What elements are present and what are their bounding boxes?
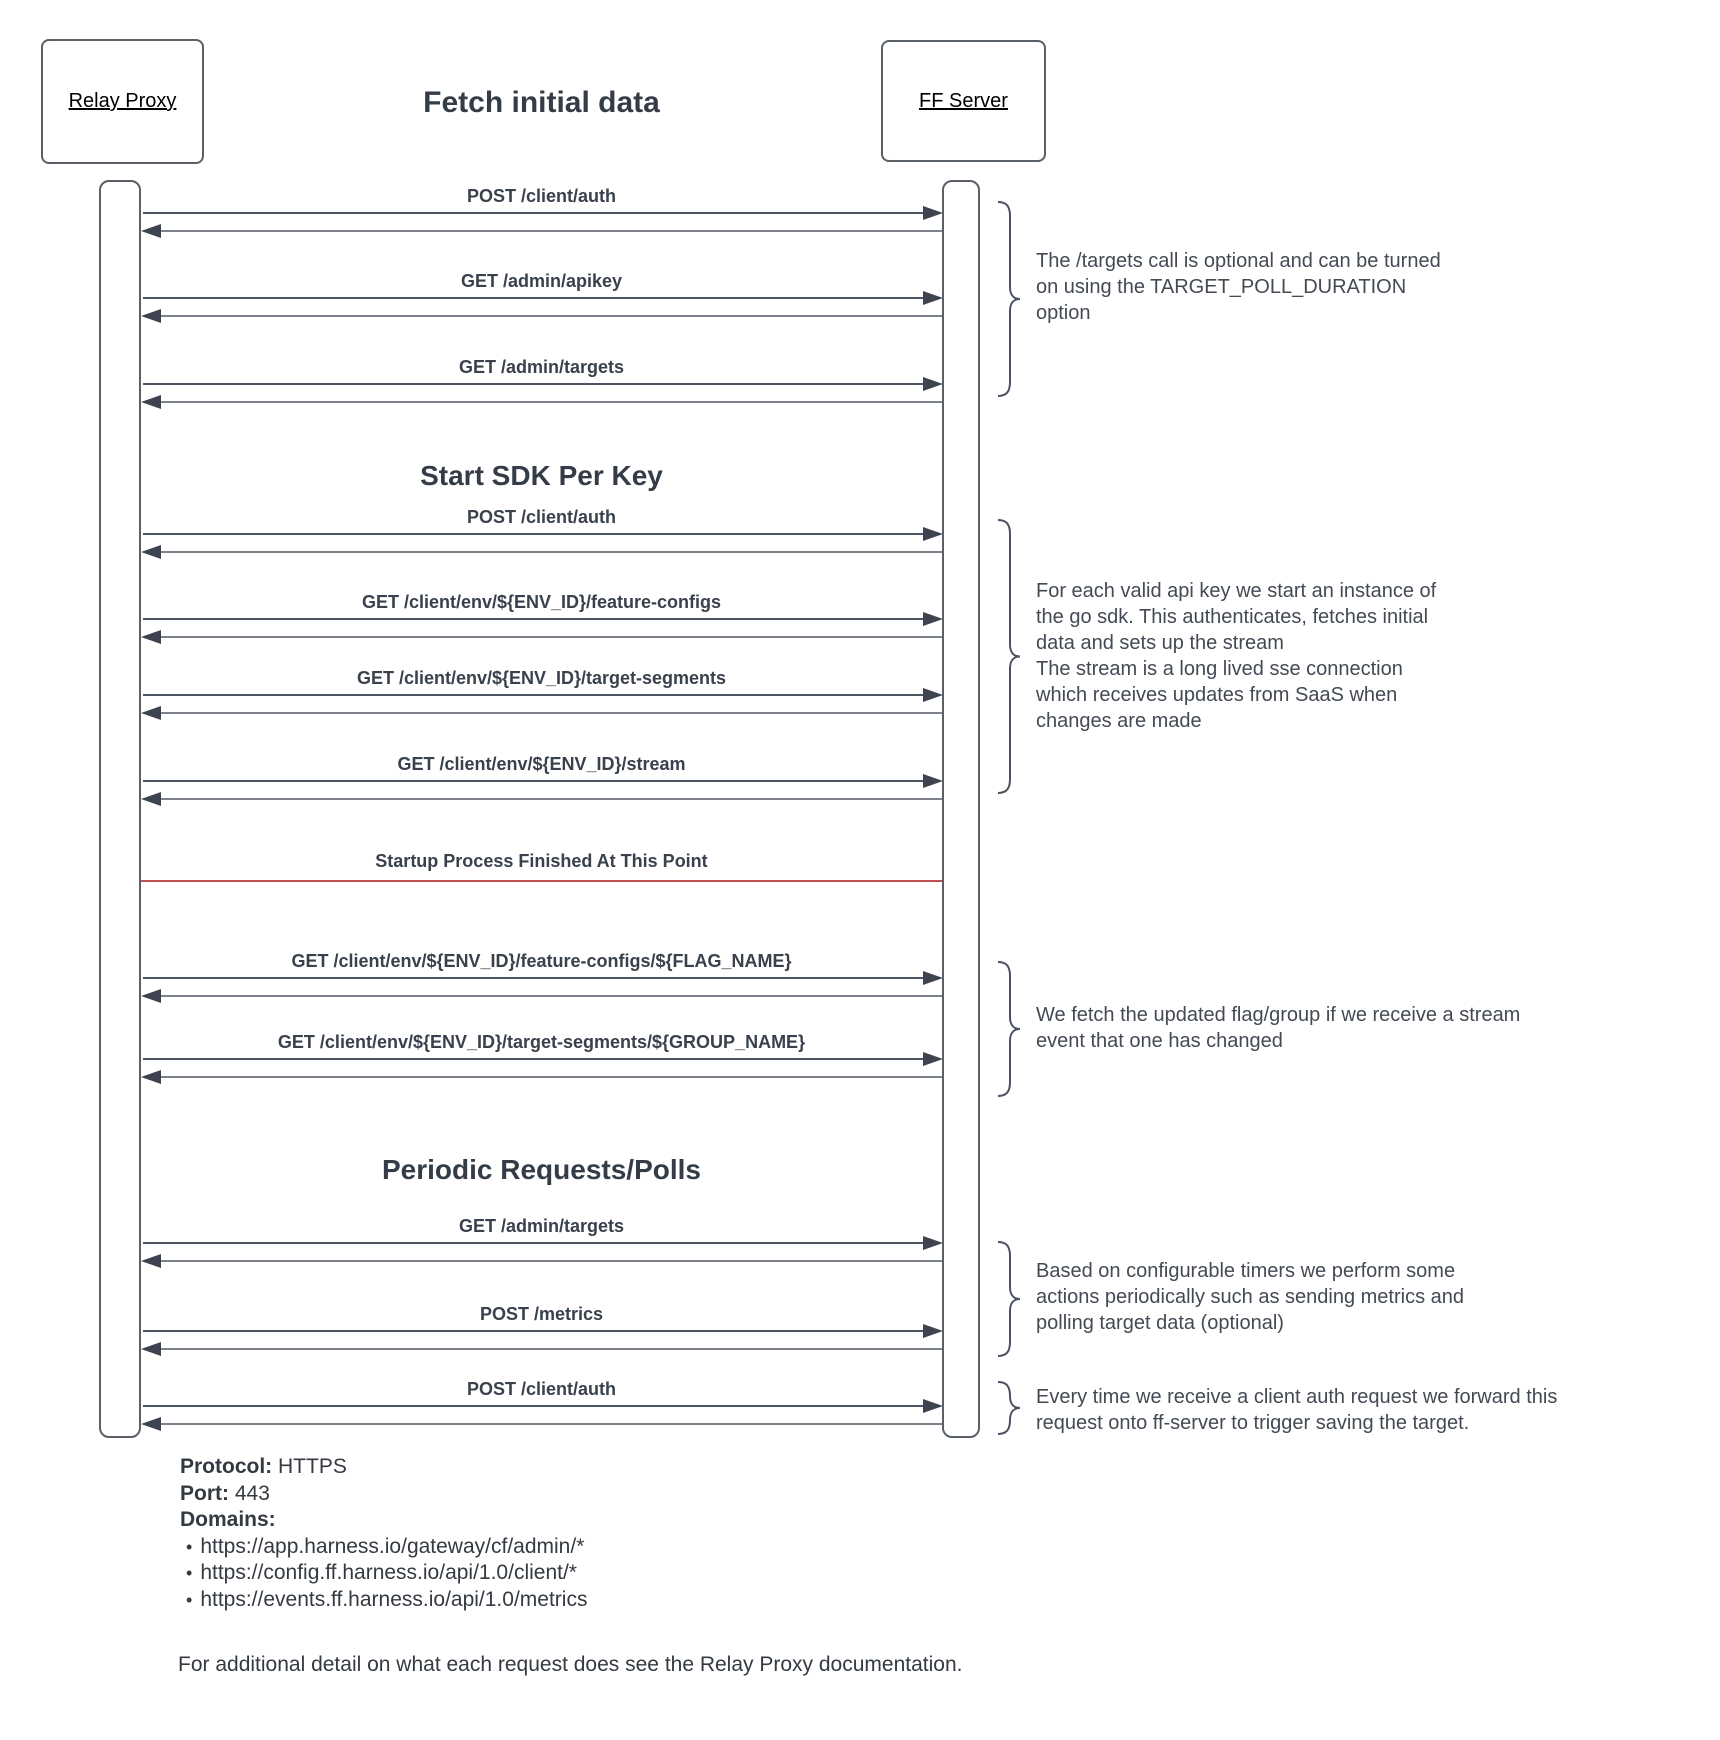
response-arrow-line [158,712,942,714]
response-arrowhead-icon [141,1070,161,1084]
request-arrowhead-icon [923,612,943,626]
request-arrow-line [143,694,923,696]
domain-item: • https://events.ff.harness.io/api/1.0/me… [180,1587,587,1614]
response-arrowhead-icon [141,792,161,806]
message-label: GET /admin/apikey [460,271,623,291]
bullet-icon: • [186,1589,193,1610]
domain-url: https://config.ff.harness.io/api/1.0/cli… [200,1561,577,1584]
footer-note: For additional detail on what each reque… [178,1653,963,1676]
domain-item: • https://app.harness.io/gateway/cf/admin… [180,1534,587,1561]
message-label: GET /client/env/${ENV_ID}/target-segment… [277,1032,806,1052]
diagram-title: Fetch initial data [423,86,660,119]
response-arrowhead-icon [141,309,161,323]
response-arrow-line [158,551,942,553]
message-label: GET /client/env/${ENV_ID}/target-segment… [356,668,727,688]
request-arrowhead-icon [923,971,943,985]
message-label: GET /admin/targets [458,357,625,377]
annotation-note: Based on configurable timers we perform … [1036,1260,1464,1334]
request-arrowhead-icon [923,377,943,391]
domain-url: https://events.ff.harness.io/api/1.0/met… [200,1587,588,1611]
actor-box-relay-proxy: Relay Proxy [41,39,204,164]
request-arrow-line [143,297,923,299]
request-arrowhead-icon [923,527,943,541]
request-arrowhead-icon [923,774,943,788]
actor-label-relay-proxy: Relay Proxy [68,90,177,112]
response-arrowhead-icon [141,545,161,559]
grouping-brace-icon [997,201,1021,397]
protocol-label: Protocol: [180,1455,273,1478]
response-arrow-line [158,995,942,997]
request-arrowhead-icon [923,291,943,305]
response-arrowhead-icon [141,630,161,644]
response-arrow-line [158,315,942,317]
request-arrow-line [143,383,923,385]
actor-box-ff-server: FF Server [881,40,1046,162]
domain-url: https://app.harness.io/gateway/cf/admin/… [200,1534,585,1558]
port-label: Port: [180,1481,229,1505]
response-arrow-line [158,401,942,403]
response-arrowhead-icon [141,224,161,238]
request-arrow-line [143,533,923,535]
response-arrow-line [158,636,942,638]
request-arrowhead-icon [923,688,943,702]
actor-label-ff-server: FF Server [919,89,1008,112]
response-arrowhead-icon [141,1254,161,1268]
request-arrowhead-icon [923,1324,943,1338]
message-label: GET /client/env/${ENV_ID}/feature-config… [361,592,722,612]
message-label: POST /client/auth [466,507,617,527]
request-arrow-line [143,1330,923,1332]
annotation-note: The /targets call is optional and can be… [1036,250,1441,324]
response-arrowhead-icon [141,395,161,409]
section-heading-periodic: Periodic Requests/Polls [382,1154,701,1185]
response-arrow-line [158,1348,942,1350]
request-arrow-line [143,977,923,979]
request-arrow-line [143,618,923,620]
bullet-icon: • [186,1563,193,1583]
section-heading-start-sdk: Start SDK Per Key [420,460,663,491]
annotation-note: For each valid api key we start an insta… [1036,580,1437,732]
grouping-brace-icon [997,519,1021,794]
message-label: GET /client/env/${ENV_ID}/stream [397,754,686,774]
message-label: POST /client/auth [466,186,617,206]
lifeline-bar-relay-proxy [99,180,141,1438]
request-arrowhead-icon [923,1052,943,1066]
request-arrow-line [143,1405,923,1407]
response-arrow-line [158,230,942,232]
domains-label: Domains: [180,1508,276,1531]
request-arrow-line [143,780,923,782]
separator-label: Startup Process Finished At This Point [375,851,708,871]
message-label: POST /metrics [479,1304,604,1324]
protocol-row: Protocol: HTTPS [180,1454,587,1481]
response-arrow-line [158,798,942,800]
request-arrowhead-icon [923,1399,943,1413]
domain-item: • https://config.ff.harness.io/api/1.0/cl… [180,1560,587,1587]
message-label: GET /admin/targets [458,1216,625,1236]
request-arrow-line [143,1242,923,1244]
lifeline-bar-ff-server [942,180,980,1438]
message-label: GET /client/env/${ENV_ID}/feature-config… [291,951,792,971]
connection-info: Protocol: HTTPS Port: 443 Domains: • http… [180,1454,587,1613]
bullet-icon: • [186,1536,193,1557]
response-arrowhead-icon [141,1342,161,1356]
annotation-note: Every time we receive a client auth requ… [1036,1386,1558,1434]
annotation-note: We fetch the updated flag/group if we re… [1036,1004,1521,1052]
response-arrowhead-icon [141,706,161,720]
request-arrowhead-icon [923,206,943,220]
port-value: 443 [234,1481,270,1505]
response-arrowhead-icon [141,1417,161,1431]
grouping-brace-icon [997,961,1021,1097]
port-row: Port: 443 [180,1481,587,1508]
response-arrowhead-icon [141,989,161,1003]
grouping-brace-icon [997,1241,1021,1357]
separator-line [121,880,961,882]
response-arrow-line [158,1076,942,1078]
request-arrow-line [143,1058,923,1060]
response-arrow-line [158,1260,942,1262]
request-arrow-line [143,212,923,214]
request-arrowhead-icon [923,1236,943,1250]
message-label: POST /client/auth [466,1379,617,1399]
grouping-brace-icon [997,1381,1021,1435]
response-arrow-line [158,1423,942,1425]
protocol-value: HTTPS [278,1455,347,1478]
